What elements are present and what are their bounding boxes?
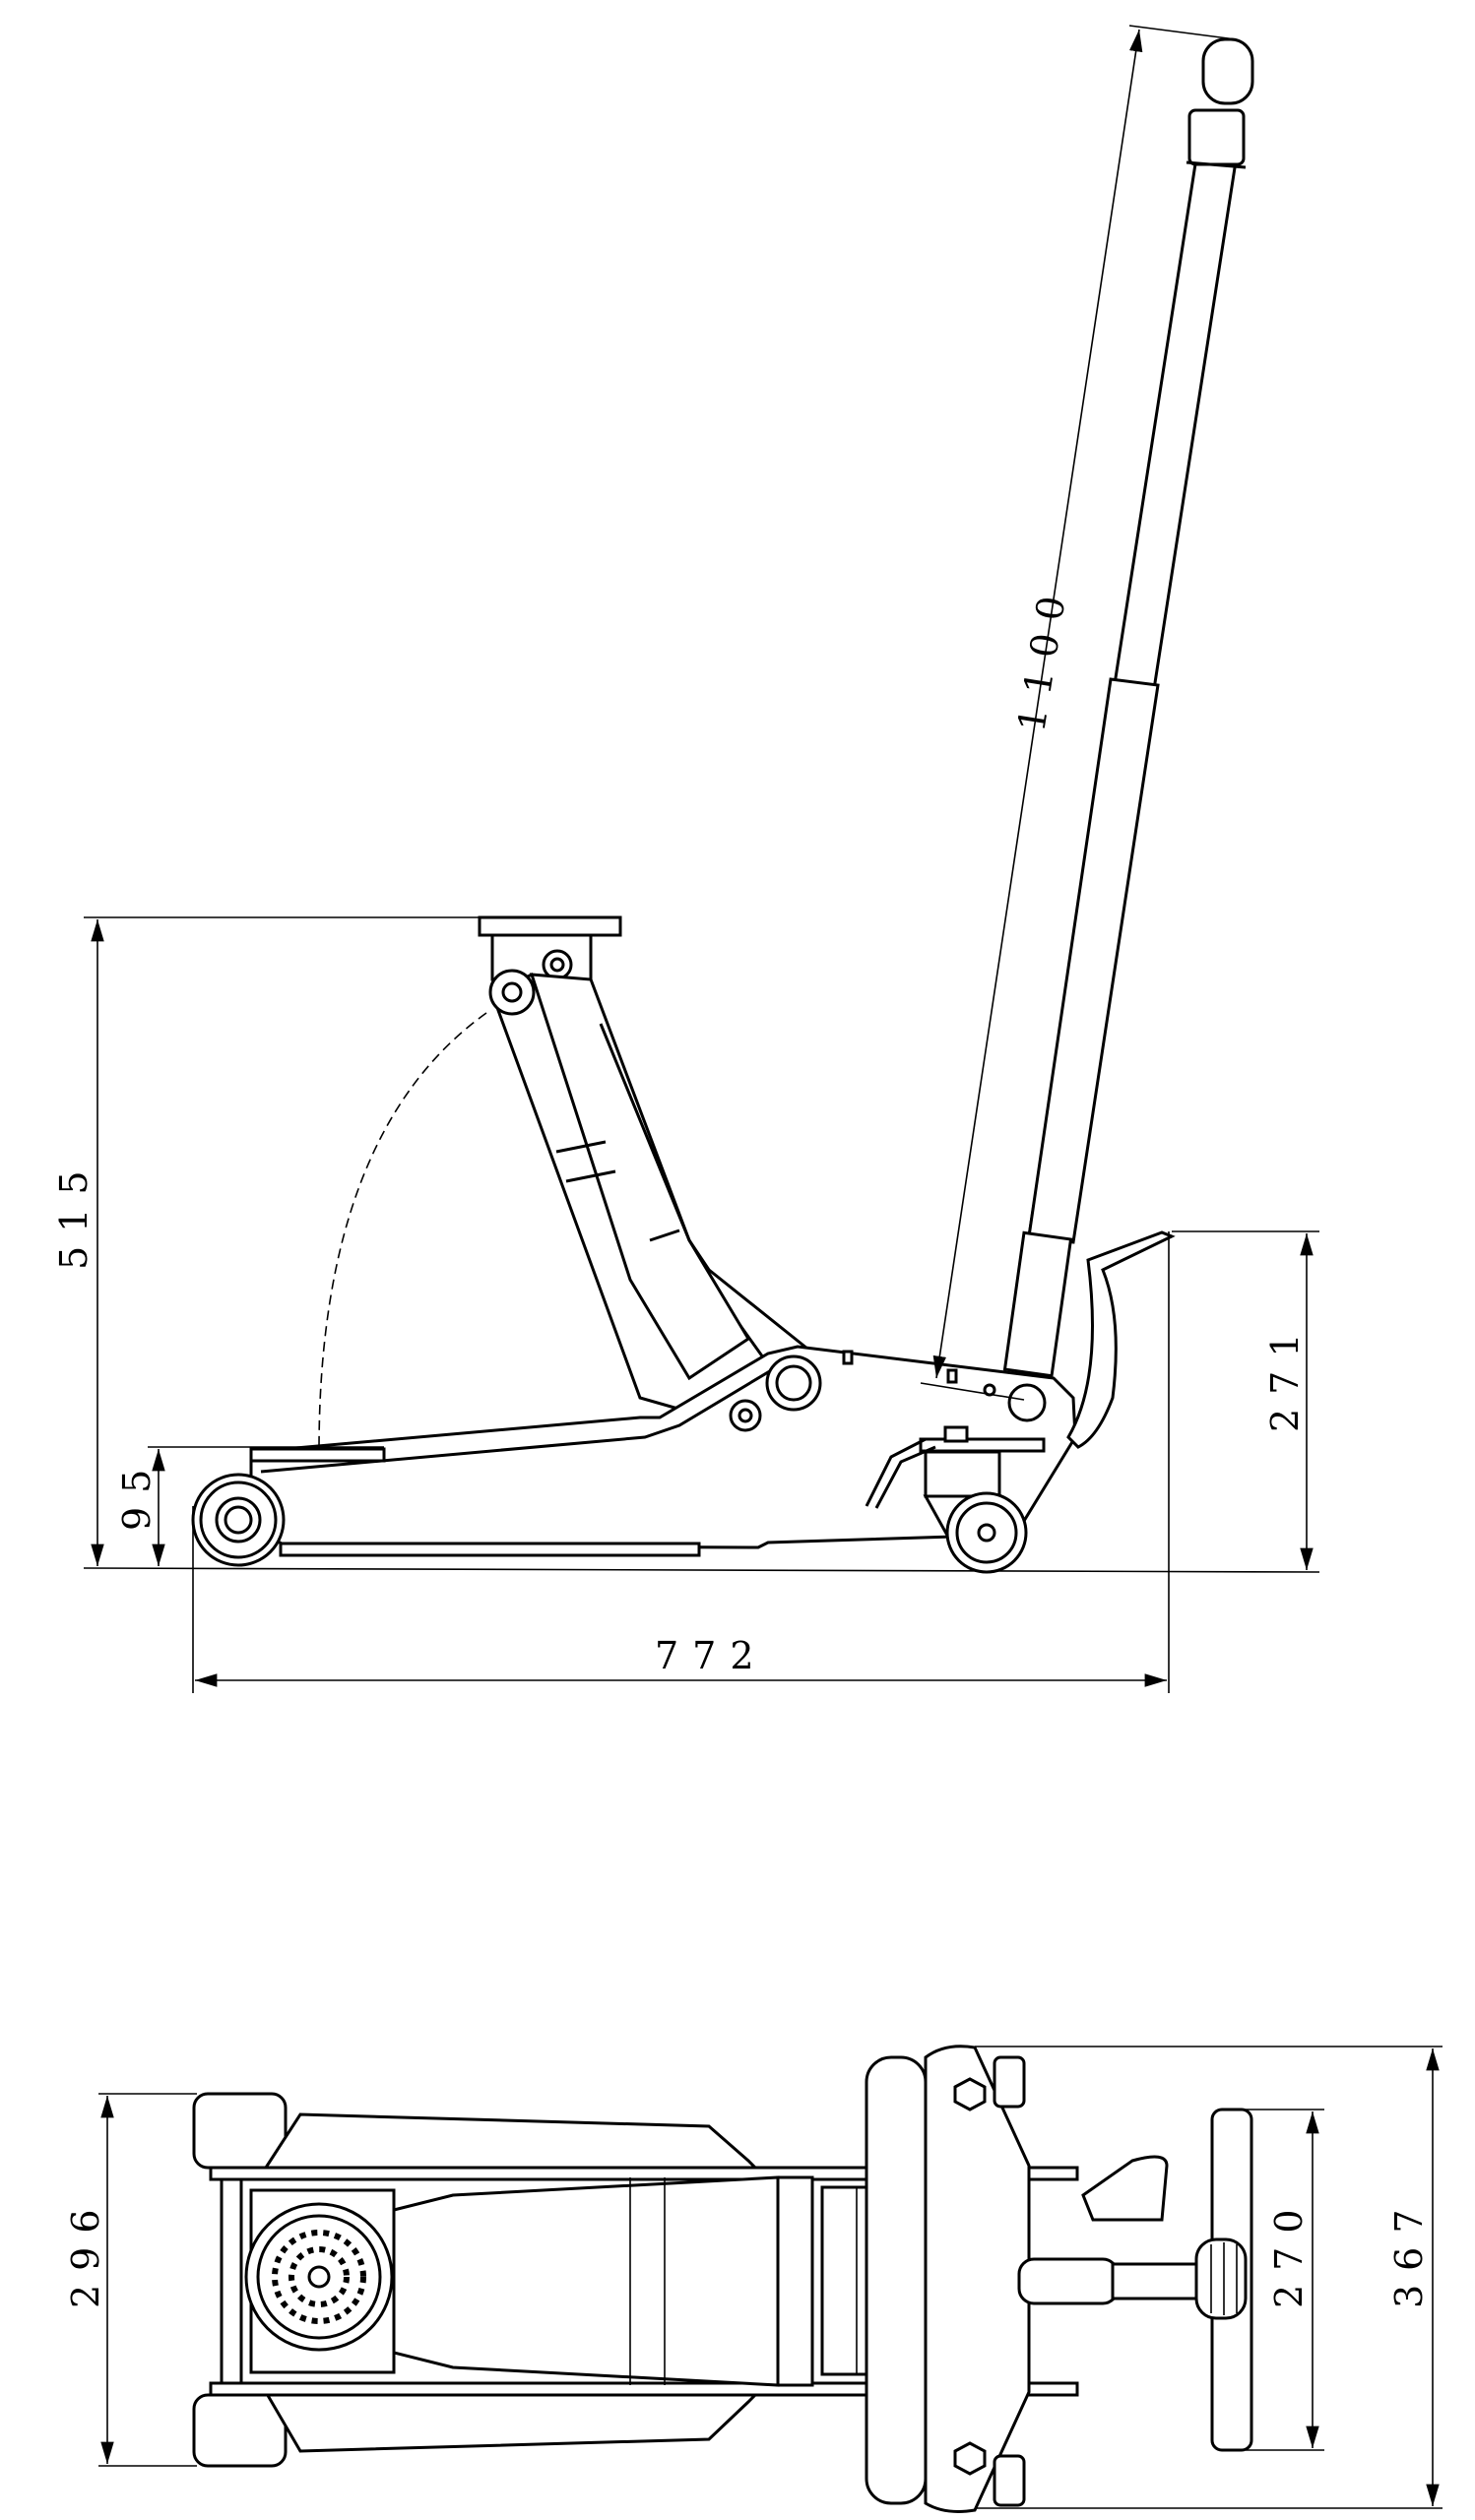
dimension-handle-width: 270 — [1246, 2109, 1324, 2451]
dimension-label-1100: 1100 — [1009, 580, 1075, 735]
swing-arc — [318, 1012, 487, 1448]
dimension-label-270: 270 — [1267, 2195, 1311, 2308]
dimension-rear-width: 367 — [975, 2046, 1443, 2509]
dimension-front-width: 296 — [64, 2093, 197, 2467]
dimension-length: 772 — [192, 1231, 1170, 1693]
side-view: 1100 515 95 271 772 — [52, 25, 1320, 1693]
dimension-label-367: 367 — [1387, 2195, 1431, 2308]
dimension-pedal-height: 271 — [1172, 1230, 1319, 1570]
lift-arm-top — [392, 2175, 780, 2387]
ground-line — [83, 1567, 1320, 1573]
dimension-max-height: 515 — [52, 916, 615, 1566]
top-view: 296 270 367 — [64, 2045, 1443, 2513]
dimension-label-95: 95 — [115, 1456, 159, 1531]
side-plate-upper — [264, 2112, 762, 2173]
side-plate-lower — [263, 2390, 762, 2453]
dimension-label-271: 271 — [1263, 1319, 1307, 1432]
front-wheel — [191, 1473, 286, 1567]
handle-top — [1017, 2108, 1253, 2452]
dimension-label-296: 296 — [64, 2195, 107, 2308]
lift-arm — [488, 969, 808, 1419]
rear-wheel-plate — [865, 2045, 1031, 2513]
rear-caster — [865, 1425, 1046, 1574]
saddle — [478, 915, 622, 981]
pedal-top — [1081, 2155, 1169, 2222]
dimension-label-772: 772 — [655, 1634, 768, 1677]
dimension-min-height: 95 — [115, 1446, 384, 1566]
front-wheel-right — [192, 2393, 288, 2468]
dimension-label-515: 515 — [52, 1157, 96, 1270]
pedal — [1066, 1230, 1176, 1449]
saddle-top — [244, 2202, 394, 2352]
